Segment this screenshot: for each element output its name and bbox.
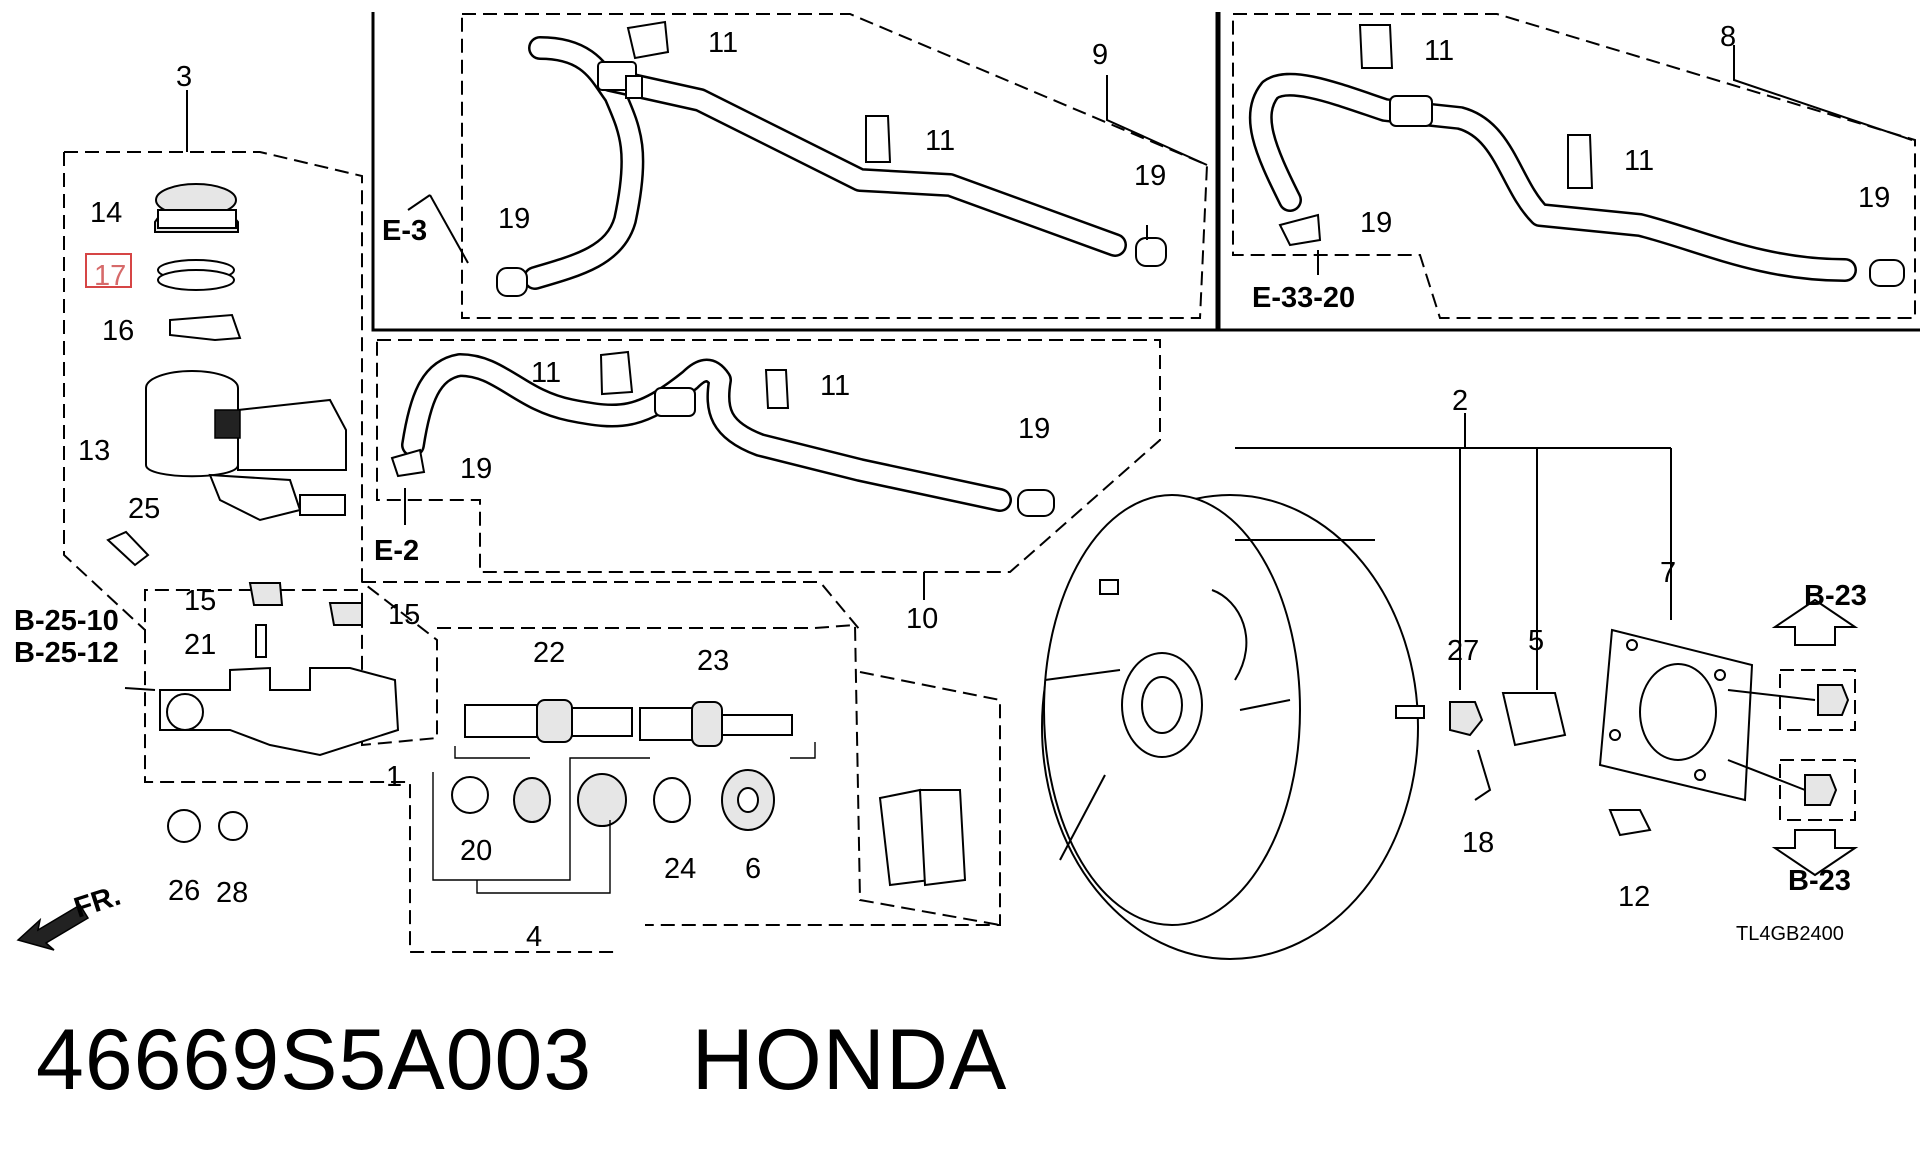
callout-19-c: 19 (1858, 182, 1890, 214)
parts-diagram: 3 14 17 16 13 25 15 15 21 1 26 28 22 23 … (14, 12, 1920, 960)
callout-11-c: 11 (1424, 35, 1454, 67)
callout-11-b: 11 (925, 125, 955, 157)
callout-10: 10 (906, 603, 938, 635)
callout-8: 8 (1720, 21, 1736, 53)
vacuum-hose-8 (1248, 24, 1905, 287)
hose-section-frames (371, 12, 1920, 573)
callout-11-a: 11 (708, 27, 738, 59)
callout-4: 4 (526, 921, 542, 953)
callout-15a: 15 (184, 585, 216, 617)
catalog-code: TL4GB2400 (1736, 923, 1844, 945)
reservoir-frame (63, 151, 1001, 953)
callout-20: 20 (460, 835, 492, 867)
callout-11-e: 11 (531, 357, 561, 389)
callout-26: 26 (168, 875, 200, 907)
callout-1: 1 (386, 761, 402, 793)
callout-19-f: 19 (460, 453, 492, 485)
callout-labels: 3 14 17 16 13 25 15 15 21 1 26 28 22 23 … (78, 21, 1890, 953)
reservoir-assembly (145, 183, 347, 522)
ref-b23-bottom: B-23 (1788, 865, 1851, 897)
callout-28: 28 (216, 877, 248, 909)
ref-e2: E-2 (374, 535, 419, 567)
callout-15b: 15 (388, 599, 420, 631)
callout-19-a: 19 (498, 203, 530, 235)
callout-6: 6 (745, 853, 761, 885)
small-parts (106, 530, 967, 894)
leader-lines (124, 45, 1913, 691)
callout-19-d: 19 (1360, 207, 1392, 239)
ref-b25-12: B-25-12 (14, 637, 119, 669)
callout-5: 5 (1528, 625, 1544, 657)
callout-14: 14 (90, 197, 122, 229)
part-caption: 46669S5A003 HONDA (36, 1010, 1007, 1110)
callout-21: 21 (184, 629, 216, 661)
part-number: 46669S5A003 (36, 1012, 593, 1108)
callout-27: 27 (1447, 635, 1479, 667)
ref-e3: E-3 (382, 215, 427, 247)
callout-22: 22 (533, 637, 565, 669)
ref-b25-10: B-25-10 (14, 605, 119, 637)
vacuum-hose-10 (390, 350, 1055, 517)
ref-e33-20: E-33-20 (1252, 282, 1355, 314)
ref-b23-top: B-23 (1804, 580, 1867, 612)
callout-3: 3 (176, 61, 192, 93)
callout-25: 25 (128, 493, 160, 525)
callout-19-e: 19 (1018, 413, 1050, 445)
highlight-box-17 (85, 253, 132, 288)
callout-24: 24 (664, 853, 696, 885)
vacuum-hose-9 (496, 20, 1167, 297)
callout-9: 9 (1092, 39, 1108, 71)
callout-18: 18 (1462, 827, 1494, 859)
callout-23: 23 (697, 645, 729, 677)
front-label: FR. (70, 880, 124, 925)
callout-7: 7 (1660, 557, 1676, 589)
callout-17: 17 (94, 260, 126, 292)
callout-11-d: 11 (1624, 145, 1654, 177)
callout-2: 2 (1452, 385, 1468, 417)
front-direction-arrow (16, 903, 90, 951)
callout-16: 16 (102, 315, 134, 347)
booster-hardware (1449, 598, 1859, 877)
callout-13: 13 (78, 435, 110, 467)
callout-19-b: 19 (1134, 160, 1166, 192)
brand-name: HONDA (691, 1012, 1008, 1108)
callout-11-f: 11 (820, 370, 850, 402)
brake-booster (1041, 447, 1672, 960)
callout-12: 12 (1618, 881, 1650, 913)
